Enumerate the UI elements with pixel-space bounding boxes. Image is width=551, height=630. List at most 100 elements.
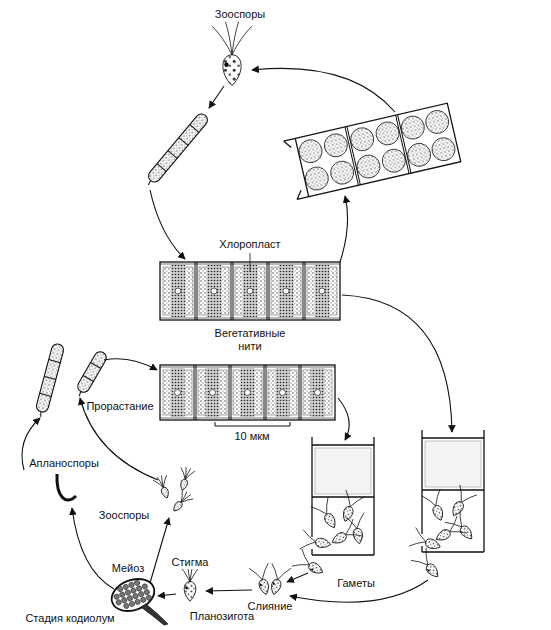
- cross-wall: [40, 393, 52, 396]
- cycle-arrow: [252, 68, 395, 112]
- spore: [123, 603, 130, 610]
- cycle-arrow: [104, 359, 157, 370]
- flagellum: [431, 489, 445, 506]
- spore: [121, 597, 128, 604]
- scale-label: 10 мкм: [233, 430, 270, 443]
- cell-wall: [422, 430, 484, 552]
- spore: [119, 591, 126, 598]
- flagellum: [345, 514, 357, 530]
- chloroplast-band: [241, 368, 255, 417]
- pyrenoid: [280, 390, 286, 396]
- spore: [129, 601, 136, 608]
- stigma: [224, 63, 228, 67]
- zoospore: [212, 22, 252, 86]
- cell-body: [431, 504, 445, 522]
- cell-body: [450, 500, 466, 518]
- cycle-arrow: [287, 573, 308, 582]
- spore: [134, 580, 141, 587]
- cell-body: [184, 582, 196, 602]
- cell-wall: [264, 365, 265, 420]
- germling: [73, 350, 108, 399]
- empty-cell: [425, 441, 481, 487]
- pyrenoid: [175, 288, 181, 294]
- germling: [143, 112, 210, 189]
- chloroplast-band: [171, 265, 185, 317]
- cell-wall: [303, 262, 304, 320]
- spore: [134, 599, 141, 606]
- cell-wall: [266, 365, 267, 420]
- flagellum: [445, 516, 462, 533]
- cell-wall: [194, 365, 195, 420]
- flagellum: [411, 554, 428, 571]
- flagellum: [278, 566, 291, 582]
- spore: [115, 599, 122, 606]
- flagellum: [232, 22, 239, 55]
- germling-wall: [76, 350, 109, 395]
- cross-wall: [168, 151, 177, 159]
- gametangium: [420, 430, 484, 552]
- cell-wall: [231, 262, 232, 320]
- stage-label: Прорастание: [85, 400, 154, 413]
- cycle-arrow: [340, 196, 348, 262]
- stage-label: Апланоспоры: [28, 457, 100, 470]
- zoospore-in-cell: [405, 141, 433, 169]
- gamete: [445, 510, 479, 545]
- stigma: [185, 587, 188, 590]
- spore: [127, 595, 134, 602]
- cycle-arrow: [206, 590, 252, 591]
- stigma: [311, 568, 314, 571]
- cell-body: [424, 537, 442, 551]
- flagellum: [185, 468, 190, 480]
- germling-wall: [146, 112, 210, 185]
- cell-wall: [229, 365, 230, 420]
- pyrenoid: [247, 288, 253, 294]
- cell-body: [352, 528, 364, 545]
- cross-wall: [179, 138, 188, 146]
- flagellum: [419, 548, 436, 565]
- zoospore-in-cell: [423, 108, 451, 136]
- cell-body: [315, 537, 332, 549]
- stage-label: Гаметы: [336, 577, 376, 590]
- chloroplast-band: [315, 265, 329, 317]
- zoospore-in-cell: [380, 147, 408, 175]
- flagellum: [453, 510, 470, 527]
- cell-body: [424, 562, 441, 580]
- spore: [146, 594, 153, 601]
- chloroplast-band: [171, 368, 185, 417]
- cross-wall: [49, 360, 61, 363]
- zoospore-in-cell: [374, 120, 402, 148]
- zoospore-in-cell: [399, 114, 427, 142]
- stage-label: Вегетативные нити: [203, 327, 297, 353]
- zoospore-in-cell: [322, 132, 350, 160]
- flagellum: [259, 563, 272, 579]
- cell-wall: [301, 365, 302, 420]
- flagellum: [160, 475, 170, 487]
- flagellum: [249, 566, 262, 582]
- cell-wall: [195, 262, 196, 320]
- zoospore: [152, 474, 173, 501]
- flagellum: [212, 26, 232, 55]
- spore: [132, 593, 139, 600]
- filament-edge: [160, 418, 335, 419]
- cycle-arrow: [338, 398, 349, 440]
- cell-wall: [196, 365, 197, 420]
- gamete: [311, 497, 343, 533]
- stage-label: Зооспоры: [98, 509, 150, 522]
- pyrenoid: [283, 288, 289, 294]
- flagellum: [181, 493, 191, 504]
- stigma: [260, 584, 263, 587]
- flagellum: [268, 563, 281, 579]
- process-label: Мейоз: [111, 562, 146, 575]
- spore: [113, 593, 120, 600]
- spore: [141, 583, 148, 590]
- cross-wall: [44, 376, 56, 379]
- zoospore: [168, 489, 194, 516]
- cell-body: [458, 524, 475, 542]
- cell-body: [307, 561, 325, 577]
- gamete: [445, 485, 477, 521]
- filament-wall: [284, 103, 461, 199]
- zoospore-in-cell: [328, 159, 356, 187]
- fusing-gamete: [264, 563, 291, 597]
- cross-wall: [190, 125, 199, 133]
- cell-wall: [233, 262, 234, 320]
